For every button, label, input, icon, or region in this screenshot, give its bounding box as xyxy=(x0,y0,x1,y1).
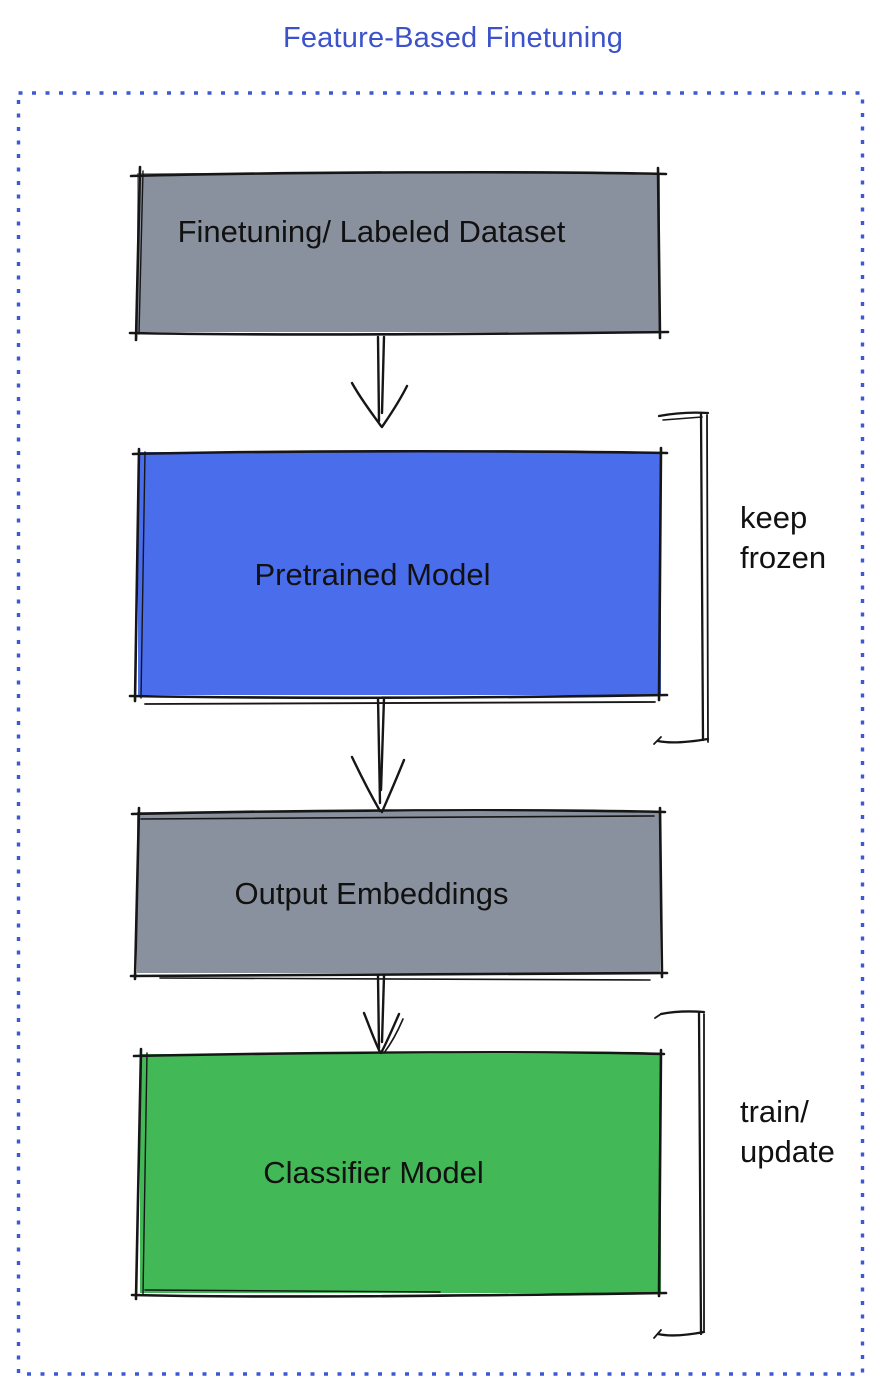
diagram-title: Feature-Based Finetuning xyxy=(282,22,624,54)
annotation-train-update-line1: train/ xyxy=(740,1094,809,1129)
annotation-keep-frozen-line2: frozen xyxy=(740,540,827,575)
bracket-keep-frozen xyxy=(653,411,710,745)
annotation-keep-frozen-line1: keep xyxy=(740,500,808,535)
node-pretrained-model-label: Pretrained Model xyxy=(254,557,491,592)
annotation-train-update-line2: update xyxy=(740,1134,835,1169)
node-pretrained-model-fill xyxy=(138,452,661,695)
arrow-pretrained-to-embeddings xyxy=(350,696,406,814)
node-finetuning-dataset-border xyxy=(128,165,670,342)
annotation-train-update: train/ update xyxy=(740,1092,835,1172)
arrow-dataset-to-pretrained xyxy=(350,335,409,429)
node-classifier-model-border xyxy=(130,1047,668,1301)
annotation-keep-frozen: keep frozen xyxy=(740,498,826,578)
node-output-embeddings-label: Output Embeddings xyxy=(234,876,509,911)
dashed-frame xyxy=(16,91,865,1376)
node-output-embeddings-border xyxy=(129,806,669,981)
node-classifier-model-label: Classifier Model xyxy=(263,1155,484,1190)
node-finetuning-dataset-label: Finetuning/ Labeled Dataset xyxy=(177,214,566,249)
arrow-embeddings-to-classifier xyxy=(362,974,404,1055)
bracket-train-update xyxy=(653,1010,706,1339)
node-pretrained-model-border xyxy=(128,446,669,705)
node-finetuning-dataset-fill xyxy=(137,173,660,332)
node-classifier-model-fill xyxy=(140,1054,661,1293)
node-output-embeddings-fill xyxy=(137,812,660,973)
